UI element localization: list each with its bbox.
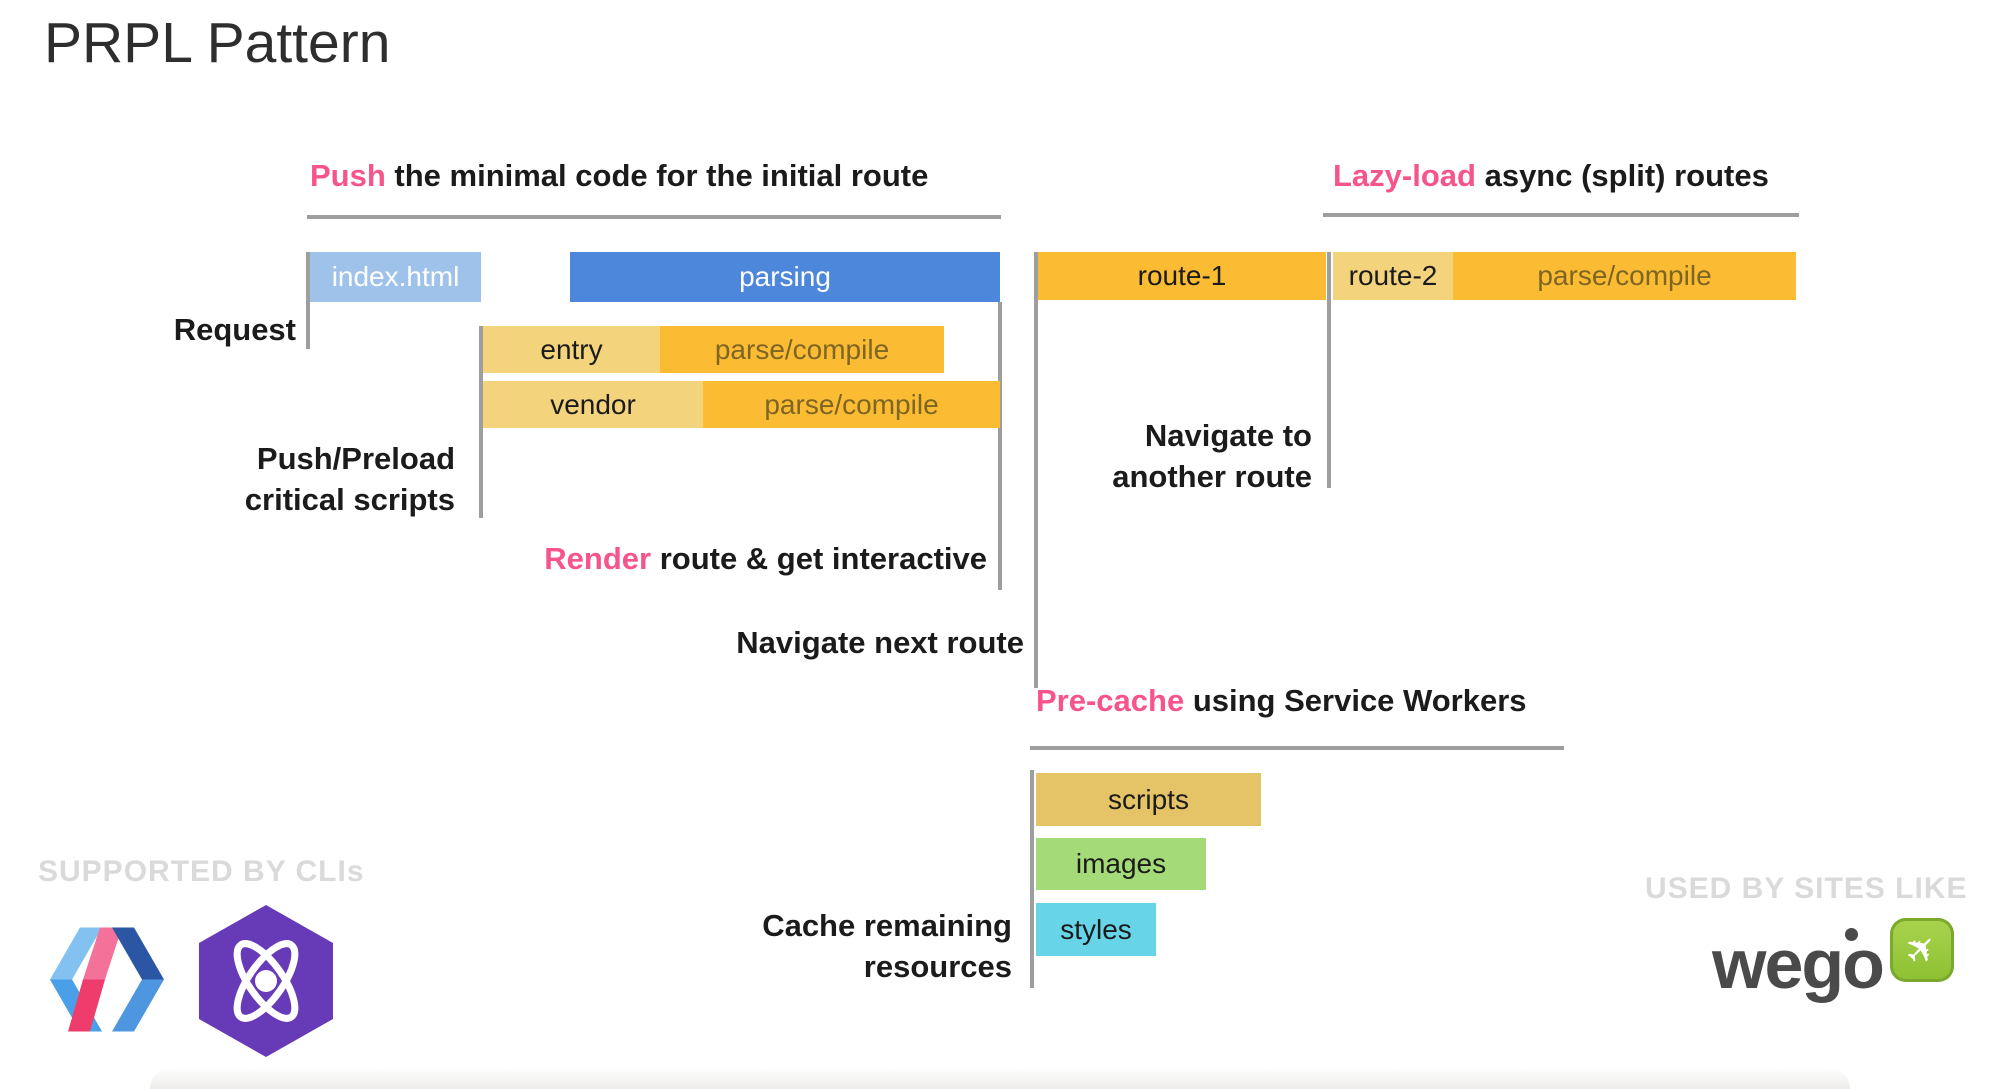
- bar-parsing: parsing: [570, 252, 1000, 302]
- push-underline: [307, 215, 1001, 219]
- precache-underline: [1030, 746, 1564, 750]
- lazyload-rest: async (split) routes: [1475, 158, 1769, 193]
- bar-entry-label: entry: [540, 333, 603, 365]
- bottom-shadow: [150, 1067, 1850, 1089]
- push-rest: the minimal code for the initial route: [385, 158, 929, 193]
- request-line: [306, 252, 310, 349]
- wego-plane-icon: ✈: [1895, 923, 1949, 977]
- label-push-preload: Push/Preload critical scripts: [244, 441, 455, 517]
- bar-route-2-load: route-2: [1333, 252, 1453, 300]
- wego-dot: [1845, 928, 1858, 941]
- bar-route-2: route-2 parse/compile: [1333, 252, 1796, 300]
- bar-route-2-parse-compile: parse/compile: [1453, 252, 1796, 300]
- polymer-logo-icon: [42, 926, 172, 1034]
- supported-by-clis-caption: SUPPORTED BY CLIs: [38, 855, 365, 888]
- bar-entry: entry parse/compile: [483, 326, 944, 373]
- section-header-push: Push the minimal code for the initial ro…: [310, 158, 928, 194]
- bar-route-2-parse-label: parse/compile: [1537, 260, 1712, 291]
- page-title: PRPL Pattern: [44, 11, 391, 75]
- bar-vendor-label: vendor: [550, 388, 636, 420]
- bar-entry-parse-compile: parse/compile: [660, 326, 944, 373]
- preact-logo-icon: [198, 905, 334, 1057]
- section-header-lazyload: Lazy-load async (split) routes: [1333, 158, 1769, 194]
- label-request: Request: [173, 312, 296, 347]
- bar-index-html: index.html: [310, 252, 481, 302]
- bar-scripts-label: scripts: [1108, 783, 1189, 815]
- cache-line: [1030, 770, 1034, 988]
- lazyload-keyword: Lazy-load: [1333, 158, 1476, 193]
- push-preload-line: [479, 326, 483, 518]
- precache-rest: using Service Workers: [1184, 683, 1527, 718]
- bar-vendor-parse-compile: parse/compile: [703, 381, 1000, 428]
- bar-vendor-load: vendor: [483, 381, 703, 428]
- label-render: Render route & get interactive: [500, 541, 987, 577]
- render-line: [998, 302, 1002, 590]
- push-keyword: Push: [310, 158, 386, 193]
- label-navigate-next: Navigate next route: [736, 625, 1024, 660]
- bar-images: images: [1036, 838, 1206, 890]
- render-keyword: Render: [544, 541, 652, 576]
- bar-vendor: vendor parse/compile: [483, 381, 1000, 428]
- used-by-sites-caption: USED BY SITES LIKE: [1645, 872, 1968, 905]
- bar-route-2-label: route-2: [1348, 260, 1438, 291]
- bar-styles-label: styles: [1060, 913, 1132, 945]
- bar-entry-parse-label: parse/compile: [714, 333, 890, 365]
- navigate-another-line: [1327, 252, 1331, 488]
- wego-logo: wego ✈: [1712, 918, 1962, 1038]
- bar-index-html-label: index.html: [331, 261, 460, 292]
- bar-route-1: route-1: [1038, 252, 1326, 300]
- navigate-next-line: [1034, 252, 1038, 688]
- render-rest: route & get interactive: [651, 541, 987, 576]
- label-navigate-another: Navigate to another route: [1112, 418, 1312, 494]
- bar-vendor-parse-label: parse/compile: [764, 388, 939, 420]
- bar-images-label: images: [1075, 848, 1167, 879]
- bar-scripts: scripts: [1036, 773, 1261, 826]
- bar-parsing-label: parsing: [739, 261, 831, 292]
- label-cache-remaining: Cache remaining resources: [762, 908, 1012, 984]
- wego-badge: ✈: [1890, 918, 1954, 982]
- bar-styles: styles: [1036, 903, 1156, 956]
- lazyload-underline: [1323, 213, 1799, 217]
- bar-route-1-label: route-1: [1137, 260, 1227, 291]
- section-header-precache: Pre-cache using Service Workers: [1036, 683, 1527, 719]
- bar-entry-load: entry: [483, 326, 660, 373]
- precache-keyword: Pre-cache: [1036, 683, 1185, 718]
